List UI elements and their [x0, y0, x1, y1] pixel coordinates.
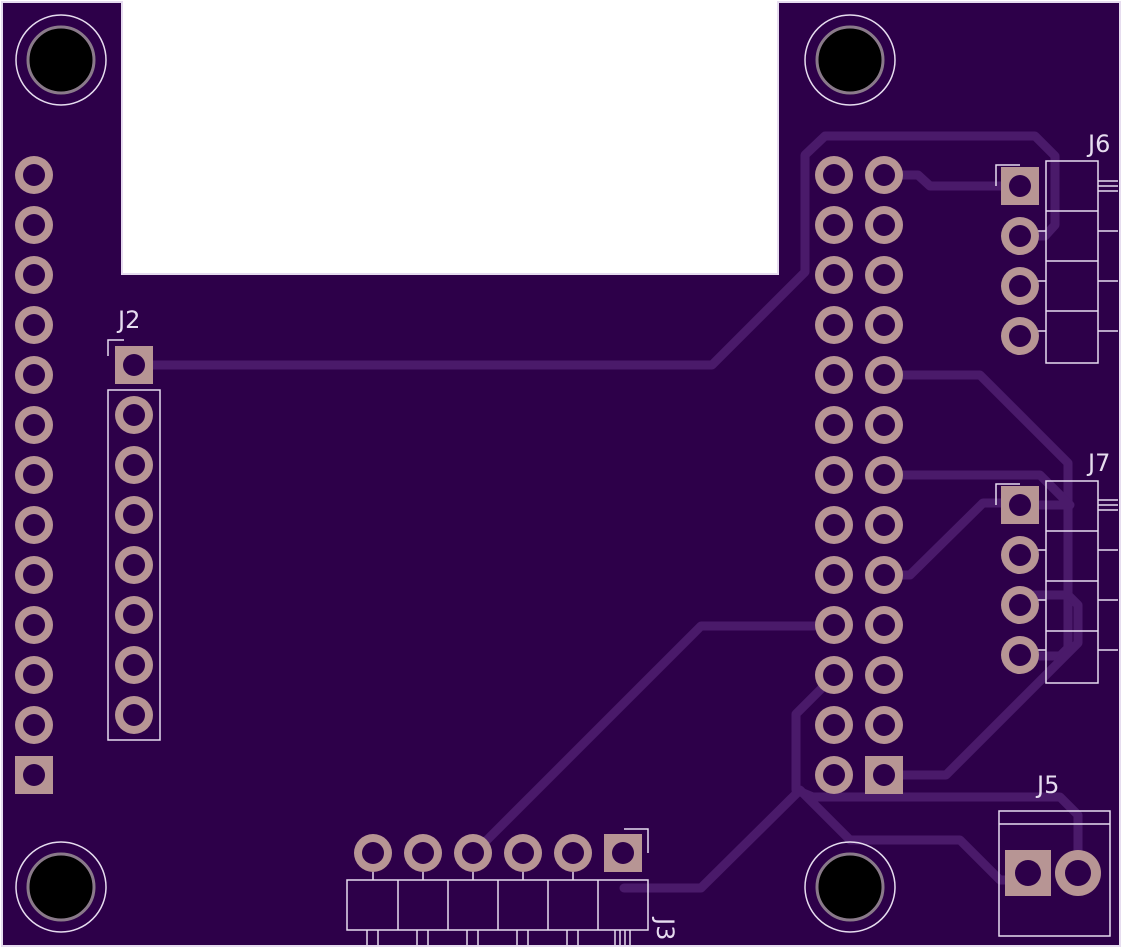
left-header-pin [15, 456, 53, 494]
j2-pin [115, 346, 153, 384]
left-header-pin [15, 306, 53, 344]
header-pin [865, 156, 903, 194]
j2-pin [115, 596, 153, 634]
header-pin [815, 456, 853, 494]
j3-pin [554, 834, 592, 872]
header-pin [865, 456, 903, 494]
header-pin [865, 256, 903, 294]
j5-outline [998, 810, 1111, 937]
trace-j3-to-header [469, 621, 839, 858]
j6-label: J6 [1086, 130, 1110, 158]
j3-outline [346, 828, 649, 946]
left-header-pin [15, 356, 53, 394]
j2-pin [115, 546, 153, 584]
left-header-pin [15, 556, 53, 594]
trace-header-to-j7-4 [879, 590, 1083, 780]
j2-pin1-marker [107, 339, 124, 356]
j2-pin [115, 446, 153, 484]
j7-outline [995, 480, 1118, 684]
trace-header-to-j7-2 [879, 370, 1073, 661]
header-pin [815, 356, 853, 394]
j3-pin [354, 834, 392, 872]
j2-pin [115, 396, 153, 434]
j3-label: J3 [651, 916, 679, 940]
j6-pin [1001, 317, 1039, 355]
j3-pin [404, 834, 442, 872]
header-pin [815, 656, 853, 694]
j2-pin [115, 696, 153, 734]
header-pin [865, 306, 903, 344]
left-header-pin [15, 706, 53, 744]
header-pin [865, 206, 903, 244]
mount-hole-bottom-left [15, 841, 107, 933]
j2-label: J2 [116, 306, 140, 334]
header-pin [815, 606, 853, 644]
j7-label: J7 [1086, 449, 1110, 477]
left-header-pin [15, 506, 53, 544]
j5-label: J5 [1035, 771, 1059, 799]
header-pin [815, 206, 853, 244]
pads [15, 156, 1101, 896]
j6-outline [995, 160, 1118, 364]
j2-pin [115, 496, 153, 534]
j2-pin [115, 646, 153, 684]
j2-outline [107, 389, 161, 741]
left-header-pin [15, 406, 53, 444]
j6-pin [1001, 267, 1039, 305]
left-header-pin [15, 606, 53, 644]
header-pin [865, 606, 903, 644]
trace-j2-to-header [129, 131, 1060, 370]
j3-pin [454, 834, 492, 872]
left-header-pin [15, 256, 53, 294]
j7-pin [1001, 536, 1039, 574]
header-pin [815, 156, 853, 194]
header-pin [865, 756, 903, 794]
mount-hole-top-left [15, 14, 107, 106]
mount-hole-top-right [804, 14, 896, 106]
header-pin [865, 706, 903, 744]
j5-pin [1005, 850, 1051, 896]
left-header-pin [15, 156, 53, 194]
mount-hole-bottom-right [804, 841, 896, 933]
j6-pin [1001, 167, 1039, 205]
header-pin [815, 506, 853, 544]
trace-header-loop [791, 671, 1083, 878]
left-header-pin [15, 656, 53, 694]
header-pin [815, 256, 853, 294]
left-header-pin [15, 206, 53, 244]
header-pin [815, 556, 853, 594]
j3-pin [504, 834, 542, 872]
left-header-pin [15, 756, 53, 794]
header-pin [865, 656, 903, 694]
mounting-holes [15, 14, 896, 933]
j7-pin [1001, 486, 1039, 524]
header-pin [815, 406, 853, 444]
header-pin [865, 506, 903, 544]
header-pin [815, 756, 853, 794]
copper-traces [129, 131, 1083, 893]
j5-pin [1055, 850, 1101, 896]
trace-header-to-j7-1 [879, 470, 1075, 510]
j7-pin [1001, 586, 1039, 624]
j6-pin [1001, 217, 1039, 255]
j3-pin [604, 834, 642, 872]
silkscreen [107, 160, 1118, 946]
header-pin [865, 556, 903, 594]
trace-j3-to-j5 [619, 785, 1033, 893]
header-pin [815, 306, 853, 344]
header-pin [865, 406, 903, 444]
header-pin [865, 356, 903, 394]
header-pin [815, 706, 853, 744]
j7-pin [1001, 636, 1039, 674]
